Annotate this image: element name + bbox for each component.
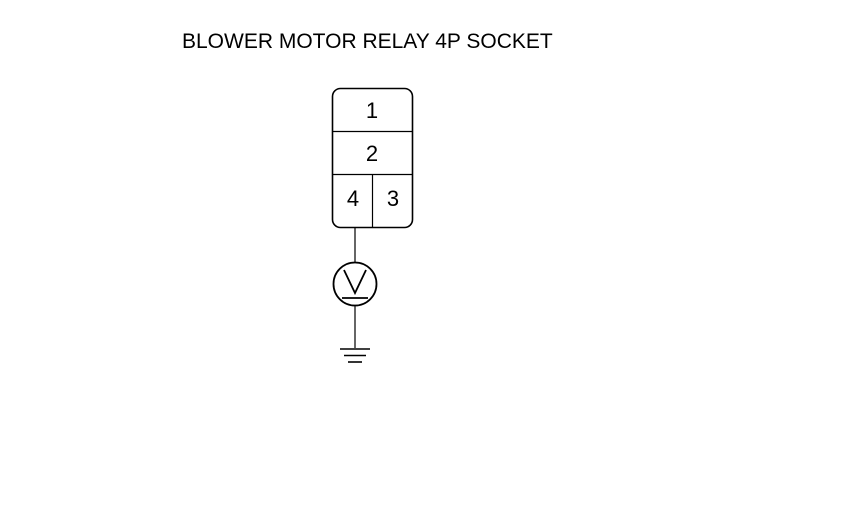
terminal-1-label: 1 [366, 98, 378, 123]
voltmeter-icon [332, 261, 378, 307]
terminal-4-label: 4 [347, 186, 359, 211]
terminal-3-label: 3 [387, 186, 399, 211]
connector-housing [331, 87, 414, 229]
ground-icon [340, 348, 370, 363]
diagram-title: BLOWER MOTOR RELAY 4P SOCKET [182, 30, 553, 53]
terminal-2-label: 2 [366, 141, 378, 166]
